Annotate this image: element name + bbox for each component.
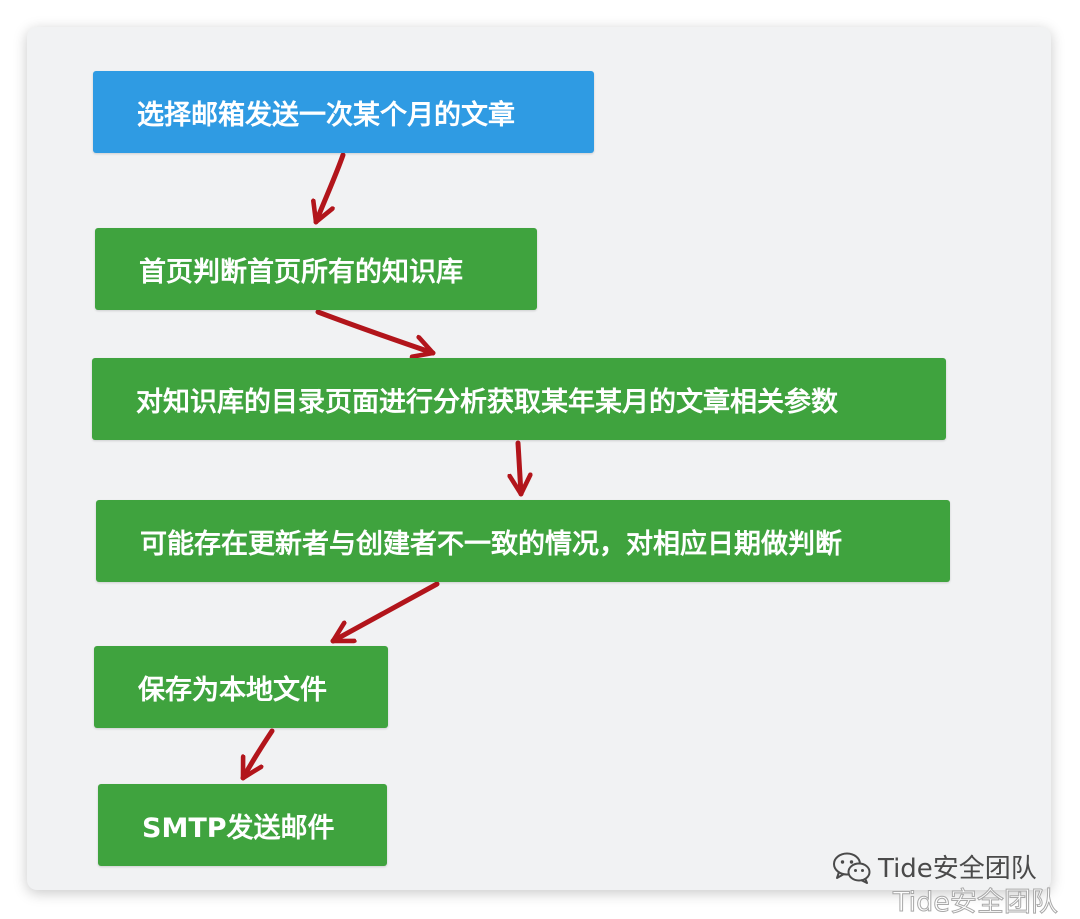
node-label: SMTP发送邮件 bbox=[142, 812, 335, 844]
watermark-text: Tide安全团队 bbox=[893, 887, 1059, 919]
node-label: 保存为本地文件 bbox=[138, 674, 327, 706]
wechat-icon bbox=[833, 852, 871, 884]
node-label: 对知识库的目录页面进行分析获取某年某月的文章相关参数 bbox=[136, 386, 838, 418]
watermark-secondary: Tide安全团队 bbox=[893, 880, 1059, 919]
node-label: 可能存在更新者与创建者不一致的情况，对相应日期做判断 bbox=[140, 528, 842, 560]
flow-node-homepage-knowledge-bases: 首页判断首页所有的知识库 bbox=[95, 228, 537, 310]
flow-node-analyze-catalog: 对知识库的目录页面进行分析获取某年某月的文章相关参数 bbox=[92, 358, 946, 440]
flow-node-save-local: 保存为本地文件 bbox=[94, 646, 388, 728]
diagram-panel bbox=[27, 27, 1051, 890]
flow-node-smtp-send: SMTP发送邮件 bbox=[98, 784, 387, 866]
node-label: 首页判断首页所有的知识库 bbox=[139, 256, 463, 288]
node-label: 选择邮箱发送一次某个月的文章 bbox=[137, 99, 515, 131]
watermark-text: Tide安全团队 bbox=[878, 854, 1037, 884]
watermark-primary: Tide安全团队 bbox=[832, 848, 1037, 885]
flow-node-select-mailbox: 选择邮箱发送一次某个月的文章 bbox=[93, 71, 594, 153]
flow-node-date-check: 可能存在更新者与创建者不一致的情况，对相应日期做判断 bbox=[96, 500, 950, 582]
